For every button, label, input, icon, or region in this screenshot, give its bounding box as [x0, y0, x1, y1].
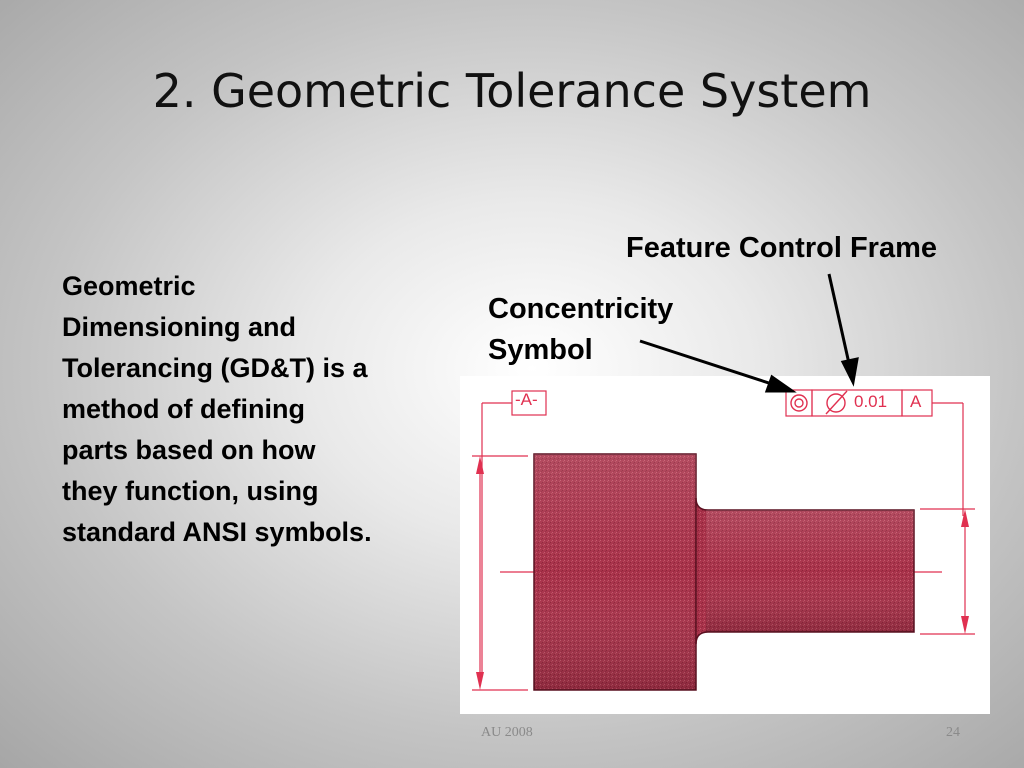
concentricity-label-line: Symbol — [488, 334, 593, 366]
concentricity-symbol-label: Concentricity Symbol — [488, 289, 673, 371]
body-line: Geometric — [62, 271, 196, 301]
body-paragraph: Geometric Dimensioning and Tolerancing (… — [62, 266, 462, 553]
concentricity-label-line: Concentricity — [488, 293, 674, 325]
diameter-icon — [825, 390, 848, 415]
part-drawing-svg — [472, 389, 975, 691]
fcf-symbol-cell — [785, 389, 813, 417]
feature-control-frame-text: Feature Control Frame — [626, 232, 937, 264]
datum-a-label: -A- — [515, 390, 538, 409]
fcf-arrow-line — [827, 273, 852, 369]
tolerance-value: 0.01 — [854, 392, 888, 411]
concentricity-icon — [790, 394, 808, 412]
tolerance-datum-reference: A — [910, 392, 922, 411]
body-line: Tolerancing (GD&T) is a — [62, 353, 368, 383]
slide-number: 24 — [946, 725, 960, 740]
body-line: they function, using — [62, 476, 319, 506]
machined-part — [533, 453, 915, 691]
body-line: parts based on how — [62, 435, 316, 465]
body-line: method of defining — [62, 394, 305, 424]
footer-label: AU 2008 — [481, 725, 533, 740]
feature-control-frame-label: Feature Control Frame — [626, 228, 937, 269]
slide-title: 2. Geometric Tolerance System — [152, 64, 872, 118]
body-line: standard ANSI symbols. — [62, 517, 372, 547]
body-line: Dimensioning and — [62, 312, 297, 342]
gdt-drawing: -A- 0.01 A — [460, 376, 990, 714]
